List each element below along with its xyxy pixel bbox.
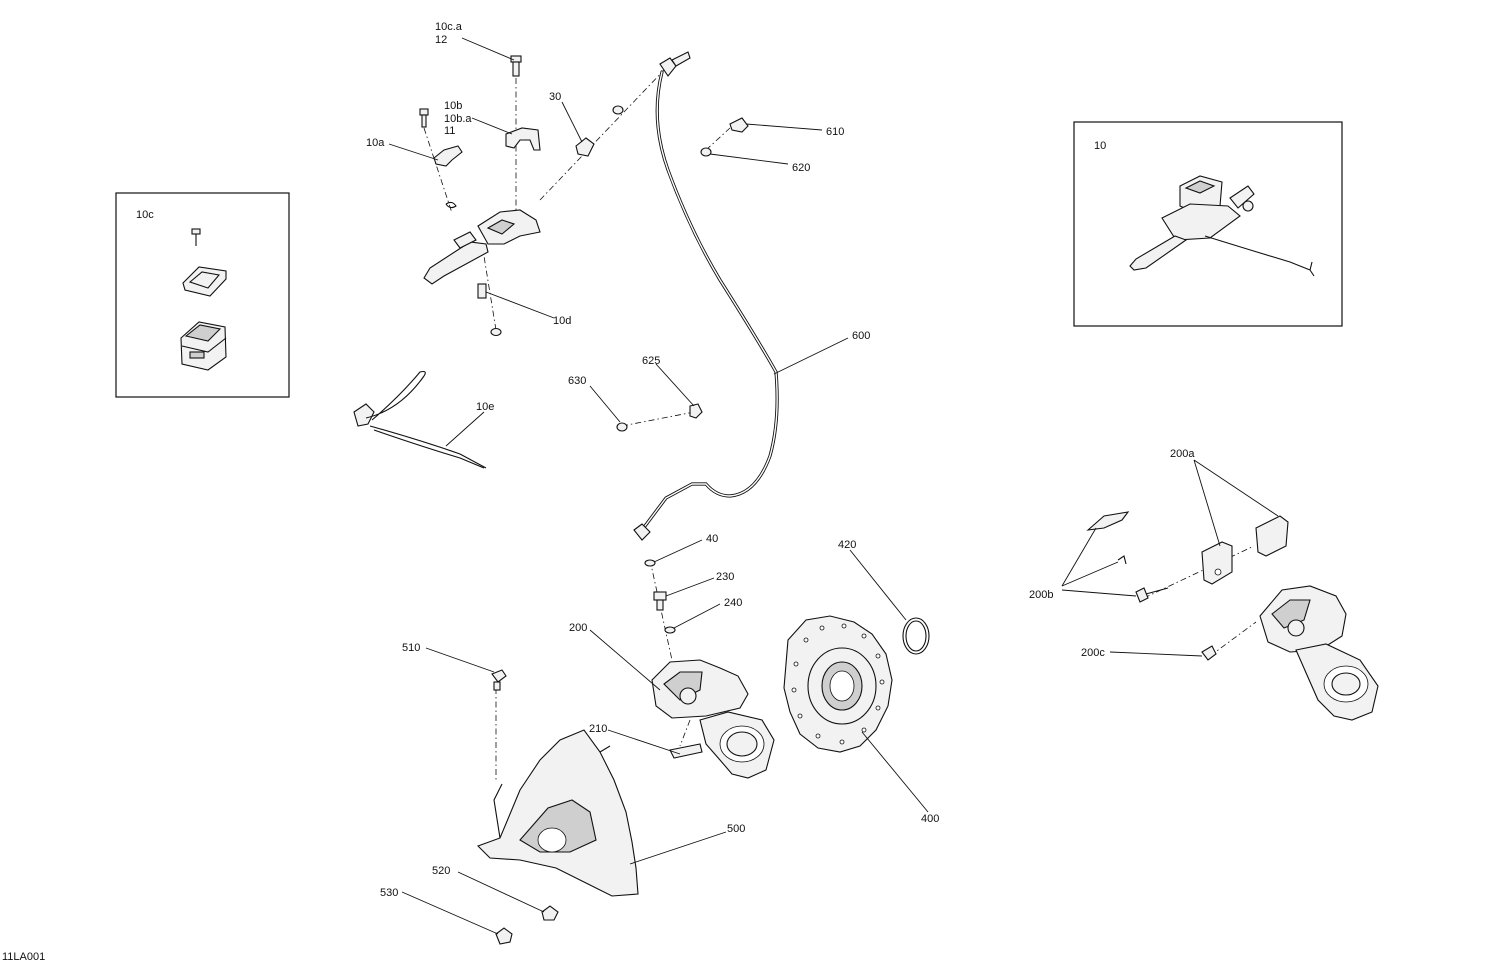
master-cylinder-assembly bbox=[419, 55, 667, 337]
callout-600: 600 bbox=[852, 330, 870, 342]
callout-leaders bbox=[388, 37, 1279, 935]
callout-630: 630 bbox=[568, 375, 586, 387]
callout-230: 230 bbox=[716, 571, 734, 583]
callout-30: 30 bbox=[549, 91, 561, 103]
inset-left-label: 10c bbox=[136, 209, 154, 221]
callout-10e: 10e bbox=[476, 401, 494, 413]
callout-200b: 200b bbox=[1029, 589, 1053, 601]
caliper-assembly bbox=[644, 559, 775, 779]
brake-switch-wire bbox=[353, 370, 487, 469]
callout-200a: 200a bbox=[1170, 448, 1195, 460]
callout-610: 610 bbox=[826, 126, 844, 138]
figure-id: 11LA001 bbox=[2, 951, 45, 963]
callout-620: 620 bbox=[792, 162, 810, 174]
inset-right-master-cylinder: 10 bbox=[1073, 121, 1343, 327]
callout-10c-a: 10c.a bbox=[435, 21, 463, 33]
callout-530: 530 bbox=[380, 887, 398, 899]
callout-40: 40 bbox=[706, 533, 718, 545]
disc-guard bbox=[477, 669, 639, 945]
callout-labels: 10c.a 12 10b 10b.a 11 10a 30 10d 10e 610… bbox=[366, 21, 1195, 899]
callout-10d: 10d bbox=[553, 315, 571, 327]
caliper-exploded-view bbox=[1086, 511, 1379, 721]
inset-right-label: 10 bbox=[1094, 140, 1106, 152]
brake-disc bbox=[783, 615, 930, 753]
inset-left-reservoir: 10c bbox=[115, 192, 290, 398]
brake-hose bbox=[633, 51, 779, 541]
callout-210: 210 bbox=[589, 723, 607, 735]
callout-11: 11 bbox=[444, 125, 455, 137]
hose-guide-fasteners bbox=[616, 403, 703, 432]
callout-500: 500 bbox=[727, 823, 745, 835]
callout-200: 200 bbox=[569, 622, 587, 634]
callout-420: 420 bbox=[838, 539, 856, 551]
callout-10b-a: 10b.a bbox=[444, 113, 472, 125]
callout-625: 625 bbox=[642, 355, 660, 367]
callout-510: 510 bbox=[402, 642, 420, 654]
callout-10b: 10b bbox=[444, 100, 462, 112]
callout-240: 240 bbox=[724, 597, 742, 609]
callout-12: 12 bbox=[435, 34, 447, 46]
callout-200c: 200c bbox=[1081, 647, 1105, 659]
callout-10a: 10a bbox=[366, 137, 385, 149]
hose-clip-and-nut bbox=[700, 117, 749, 157]
callout-400: 400 bbox=[921, 813, 939, 825]
callout-520: 520 bbox=[432, 865, 450, 877]
